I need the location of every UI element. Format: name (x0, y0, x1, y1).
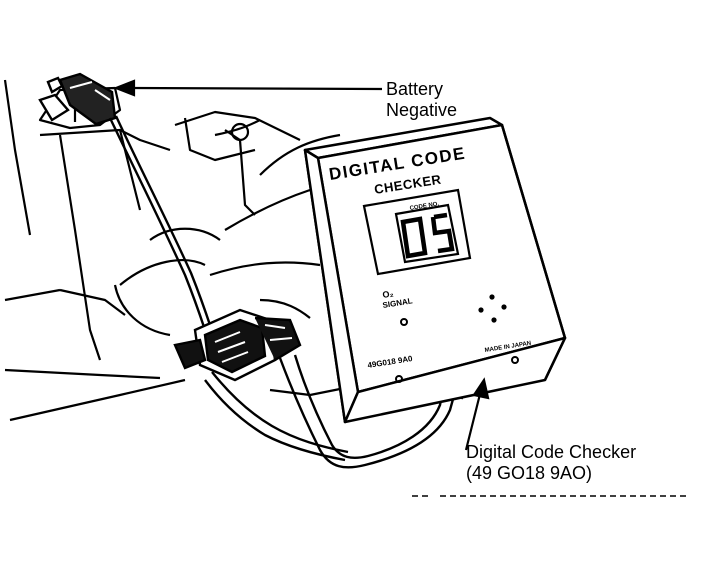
battery-callout-line2: Negative (386, 100, 458, 120)
battery-negative-callout: Battery Negative (386, 79, 457, 121)
checker-callout: Digital Code Checker (49 GO18 9AO) (466, 442, 636, 484)
harness-connector (173, 308, 302, 382)
battery-callout-line1: Battery (386, 79, 444, 99)
engine-bay (3, 79, 346, 422)
code-number-label: CODE NO. (409, 201, 440, 212)
checker-callout-line2: (49 GO18 9AO) (466, 463, 593, 483)
signal-lamp (400, 318, 408, 326)
lead-wire (108, 115, 213, 331)
seven-segment-digits (400, 212, 455, 259)
checker-arrow (464, 393, 482, 451)
signal-label-line1: O₂ (382, 288, 394, 300)
callout-arrows (112, 79, 490, 451)
device-controls (395, 294, 519, 383)
battery-clip (38, 72, 117, 126)
battery-arrow (131, 86, 383, 91)
checker-callout-line1: Digital Code Checker (466, 442, 637, 462)
display-window (362, 188, 472, 276)
